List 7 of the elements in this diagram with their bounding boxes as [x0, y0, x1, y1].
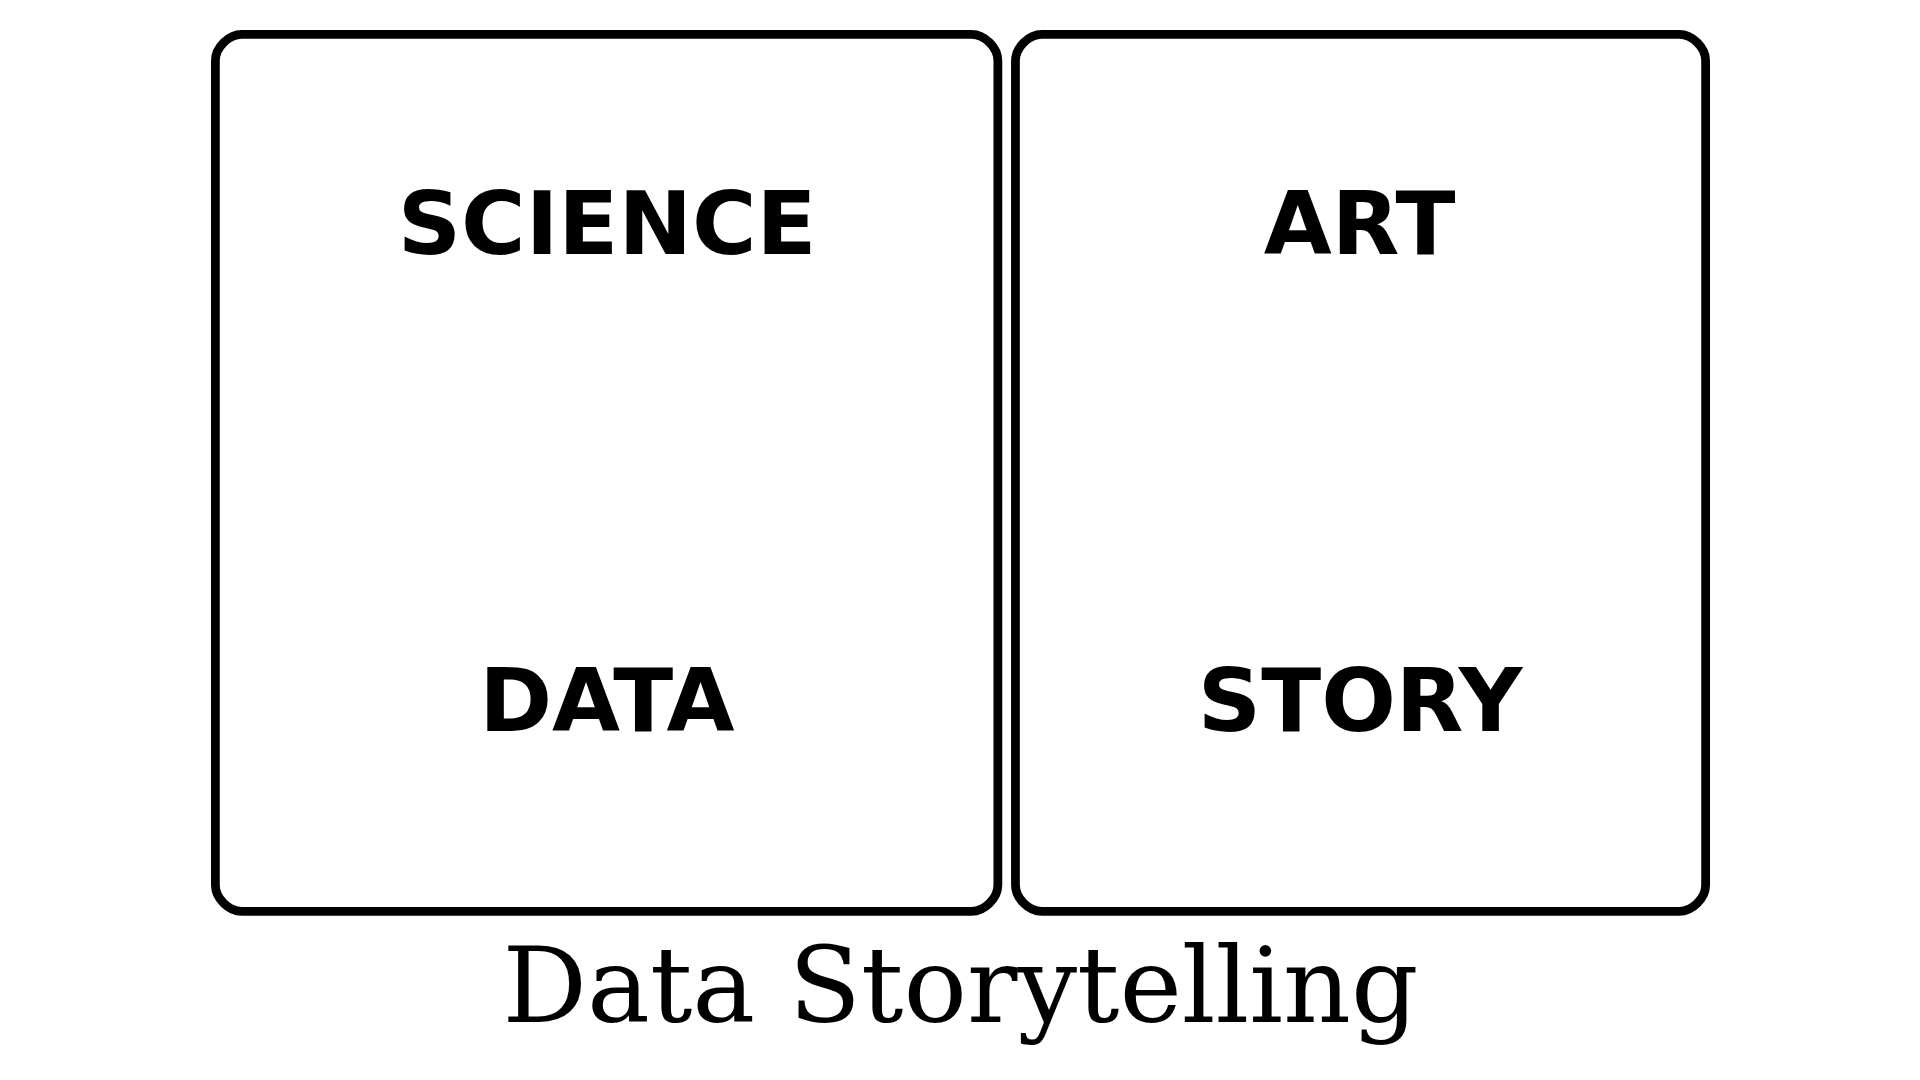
cluster — [210, 30, 1002, 916]
caption: Data Storytelling — [501, 924, 1419, 1048]
node-text: SCIENCE — [397, 172, 817, 276]
cluster — [1010, 30, 1710, 916]
node-text: STORY — [1197, 649, 1522, 753]
node-text: DATA — [478, 649, 734, 753]
node-text: ART — [1263, 172, 1456, 276]
